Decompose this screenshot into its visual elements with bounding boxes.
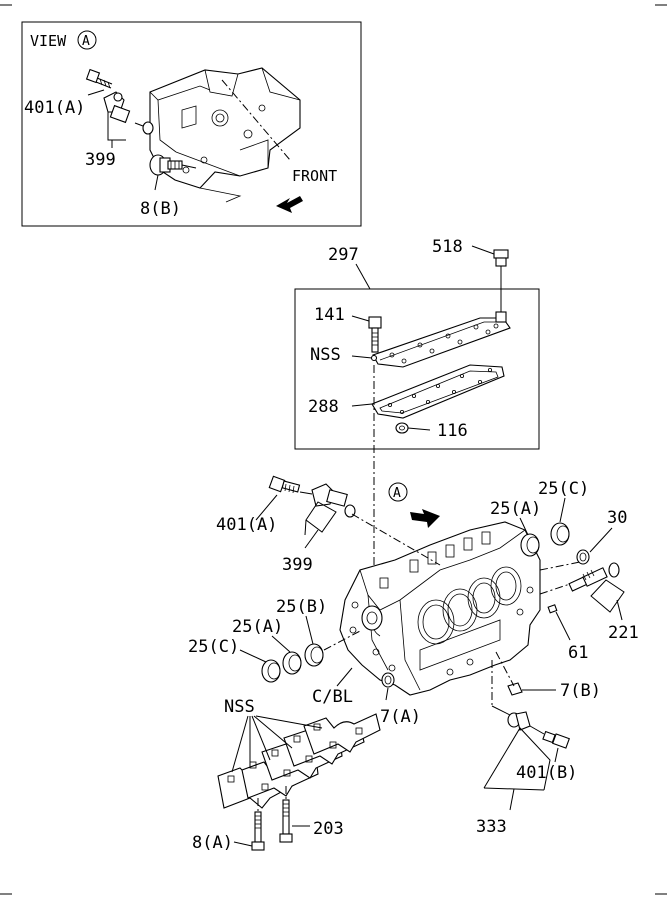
front-arrow-icon	[276, 196, 303, 213]
label-401a-inset: 401(A)	[24, 98, 85, 118]
label-25a-left: 25(A)	[232, 617, 283, 637]
gasket-288	[371, 364, 505, 419]
view-a-inset: VIEW A	[21, 21, 362, 227]
label-nss-bottom: NSS	[224, 697, 255, 717]
label-401a: 401(A)	[216, 515, 277, 535]
sensor-221-bracket	[590, 579, 625, 613]
label-cylinder-block: C/BL	[312, 687, 353, 707]
label-61: 61	[568, 643, 588, 663]
cylinder-block	[339, 521, 541, 696]
cup-30	[576, 549, 590, 565]
label-116: 116	[437, 421, 468, 441]
bolt-203	[279, 799, 293, 843]
label-25b: 25(B)	[276, 597, 327, 617]
label-nss-top: NSS	[310, 345, 341, 365]
bearing-25a-right	[520, 533, 540, 557]
plug-8a	[251, 811, 265, 851]
view-a-circle-icon	[77, 30, 97, 50]
sensor-399	[311, 483, 356, 518]
label-518: 518	[432, 237, 463, 257]
label-203: 203	[313, 819, 344, 839]
bolt-401a-inset	[85, 68, 113, 89]
label-30: 30	[607, 508, 627, 528]
cover-plate	[372, 317, 511, 368]
sensor-333-bracket	[483, 727, 551, 791]
bolt-401a	[268, 475, 301, 494]
label-221: 221	[608, 623, 639, 643]
cover-group: 297 518	[294, 237, 540, 600]
plug-7b	[507, 682, 523, 696]
plug-8b-inset	[149, 154, 183, 176]
view-a-title: VIEW	[30, 32, 67, 50]
label-399: 399	[282, 555, 313, 575]
sensor-333	[507, 711, 531, 731]
bearing-25b	[304, 643, 324, 667]
view-a-arrow-icon	[410, 509, 440, 528]
plug-116	[395, 422, 409, 434]
label-297: 297	[328, 245, 359, 265]
view-a-marker-circle-icon	[388, 482, 408, 502]
dowel-nss	[370, 354, 378, 362]
sensor-518	[493, 249, 509, 323]
view-a-letter: A	[82, 34, 90, 49]
bolt-401b	[542, 730, 570, 749]
sensor-399-inset	[103, 91, 154, 135]
engine-fragment	[149, 67, 301, 203]
label-401b: 401(B)	[516, 763, 577, 783]
sensor-399-bracket	[305, 501, 337, 533]
pin-61	[547, 604, 558, 614]
label-141: 141	[314, 305, 345, 325]
bearing-25c-left	[261, 659, 281, 683]
label-7a: 7(A)	[380, 707, 421, 727]
label-8a: 8(A)	[192, 833, 233, 853]
view-a-marker-letter: A	[393, 486, 401, 501]
sensor-221	[568, 562, 620, 592]
front-label: FRONT	[292, 167, 337, 185]
label-25a-right: 25(A)	[490, 499, 541, 519]
nss-leaders	[231, 715, 323, 773]
bearing-25c-right	[550, 522, 570, 546]
view-a-frame	[21, 21, 362, 227]
plug-7a	[381, 672, 395, 688]
label-8b-inset: 8(B)	[140, 199, 181, 219]
page-corner-marks	[0, 4, 667, 895]
label-25c-right: 25(C)	[538, 479, 589, 499]
label-333: 333	[476, 817, 507, 837]
label-7b: 7(B)	[560, 681, 601, 701]
cover-assy-frame	[294, 288, 540, 450]
bearing-caps	[217, 713, 381, 809]
label-25c-left: 25(C)	[188, 637, 239, 657]
label-288: 288	[308, 397, 339, 417]
bearing-25a-left	[282, 651, 302, 675]
label-399-inset: 399	[85, 150, 116, 170]
bolt-141	[368, 316, 382, 353]
